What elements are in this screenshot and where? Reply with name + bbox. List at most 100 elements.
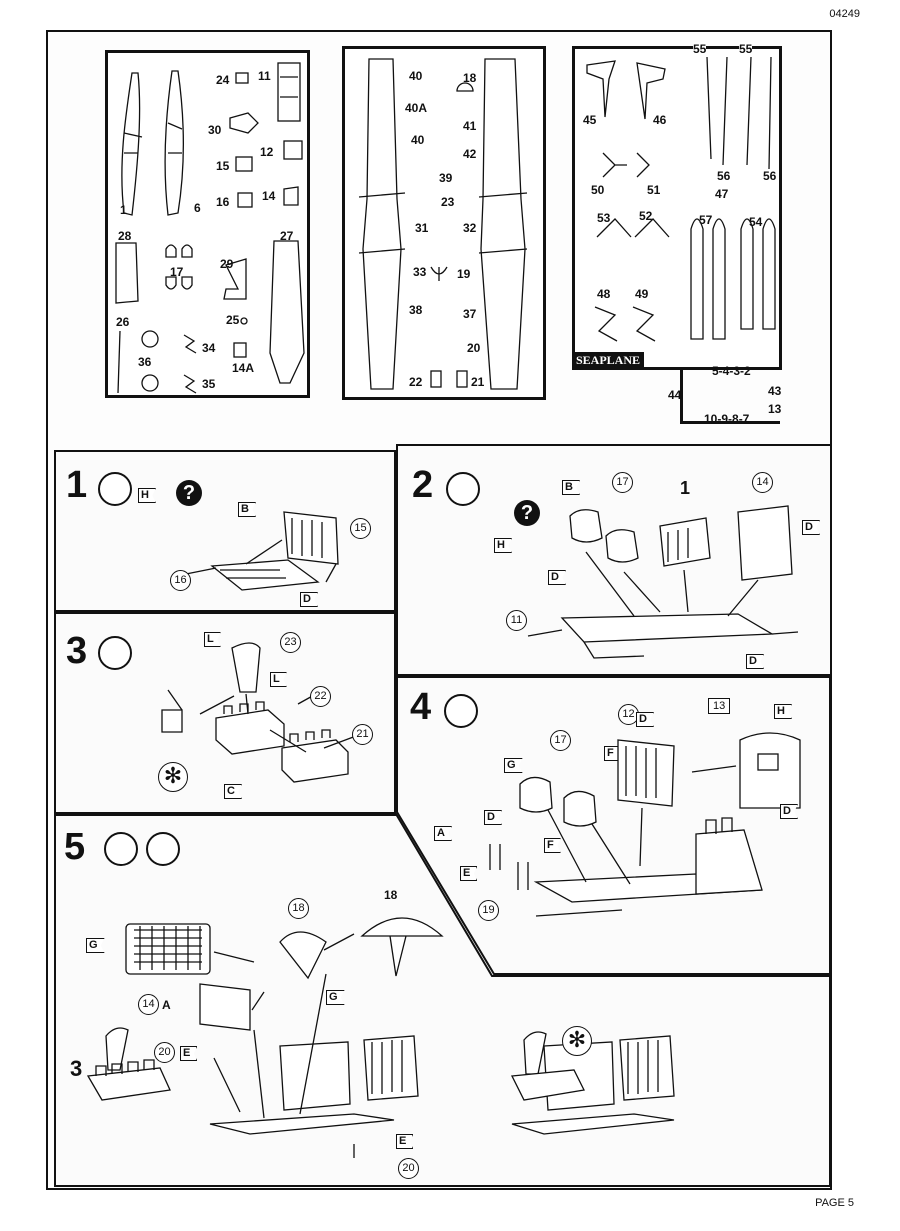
sprue-right-parts (586, 56, 776, 342)
part-label: 29 (220, 257, 234, 271)
part-callout: 22 (310, 686, 331, 707)
paint-flag: D (746, 654, 764, 669)
part-label: 50 (591, 183, 605, 197)
paint-flag: G (86, 938, 105, 953)
part-label: 54 (749, 215, 763, 229)
seaplane-label: SEAPLANE (572, 352, 645, 369)
part-label: 52 (639, 209, 653, 223)
part-label: 13 (708, 698, 731, 714)
part-label: 44 (668, 388, 682, 402)
part-label: 3 (70, 1056, 83, 1081)
part-label: 57 (699, 213, 713, 227)
part-label: 18 (384, 888, 398, 902)
part-label: 1 (680, 478, 691, 498)
product-code: 04249 (829, 8, 860, 20)
question-icon: ? (514, 500, 540, 526)
part-label: 21 (471, 375, 485, 389)
part-label: 53 (597, 211, 611, 225)
part-callout: 20 (398, 1158, 419, 1179)
paint-flag: B (562, 480, 580, 495)
part-label: 28 (118, 229, 132, 243)
paint-flag: L (204, 632, 221, 647)
part-label: 12 (260, 145, 274, 159)
part-callout: 20 (154, 1042, 175, 1063)
paint-flag: E (460, 866, 478, 881)
glue-icon (104, 832, 138, 866)
part-label: 1 (120, 203, 127, 217)
sprue-left: 24 11 30 12 15 16 14 1 6 28 27 17 29 25 … (105, 50, 310, 398)
page-number: PAGE 5 (815, 1197, 854, 1209)
part-label: 56 (763, 169, 777, 183)
part-label: 40 (409, 69, 423, 83)
part-label: 40A (405, 101, 428, 115)
part-label: 14 (262, 189, 276, 203)
part-callout: 16 (170, 570, 191, 591)
step-5-drawing (86, 917, 675, 1158)
part-label: 39 (439, 171, 453, 185)
part-label: 15 (216, 159, 230, 173)
part-label: 5-4-3-2 (712, 364, 751, 378)
part-label: 35 (202, 377, 216, 391)
part-label: 11 (258, 69, 271, 83)
part-label: 36 (138, 355, 152, 369)
step-number: 4 (410, 686, 432, 728)
part-label: 13 (768, 402, 782, 416)
part-callout: 19 (478, 900, 499, 921)
glue-icon (98, 636, 132, 670)
part-label: 27 (280, 229, 294, 243)
part-label: 40 (411, 133, 425, 147)
part-label: 51 (647, 183, 661, 197)
part-label: 43 (768, 384, 782, 398)
part-label: 19 (457, 267, 471, 281)
part-label: 47 (715, 187, 729, 201)
part-callout: 14 (138, 994, 159, 1015)
question-icon: ? (176, 480, 202, 506)
step-1-panel: 1 H ? B 15 16 D (54, 450, 396, 612)
asterisk-icon: ✻ (158, 762, 188, 792)
part-label: 38 (409, 303, 423, 317)
paint-flag: H (494, 538, 512, 553)
sprue-left-parts (115, 62, 305, 394)
step-4-border (396, 676, 831, 975)
part-label: 26 (116, 315, 130, 329)
step-number: 3 (66, 630, 88, 672)
part-label: 55 (739, 42, 753, 56)
sprue-middle: 40 18 40A 41 40 42 39 23 31 32 33 19 38 … (342, 46, 546, 400)
glue-icon (98, 472, 132, 506)
part-callout: 17 (550, 730, 571, 751)
step-1-drawing (175, 511, 339, 591)
part-label: 41 (463, 119, 477, 133)
glue-icon (444, 694, 478, 728)
part-label: 32 (463, 221, 477, 235)
part-label: 45 (583, 113, 597, 127)
step-2-panel: 2 B ? H 17 1 14 D D 11 D (396, 444, 832, 676)
step-4-panel: 4 12 D 13 H 17 F G D A F E 19 D (396, 676, 832, 976)
part-label: 18 (463, 71, 477, 85)
part-label: 6 (194, 201, 201, 215)
part-label: 17 (170, 265, 184, 279)
step-number: 2 (412, 464, 434, 506)
asterisk-icon: ✻ (562, 1026, 592, 1056)
part-label: 49 (635, 287, 649, 301)
part-label: 56 (717, 169, 731, 183)
part-label: 23 (441, 195, 455, 209)
part-label: 46 (653, 113, 667, 127)
step-2-drawing (527, 505, 799, 659)
paint-flag: D (636, 712, 654, 727)
part-label: 24 (216, 73, 230, 87)
part-label: 55 (693, 42, 707, 56)
part-label: 31 (415, 221, 429, 235)
part-label: 22 (409, 375, 423, 389)
part-callout: 17 (612, 472, 633, 493)
part-label: A (162, 998, 171, 1012)
part-label: 10-9-8-7 (704, 412, 750, 426)
step-number: 1 (66, 464, 88, 506)
part-callout: 14 (752, 472, 773, 493)
sprue-middle-parts (358, 58, 528, 390)
part-callout: 11 (506, 610, 527, 631)
part-label: 37 (463, 307, 477, 321)
part-callout: 18 (288, 898, 309, 919)
part-label: 30 (208, 123, 222, 137)
part-label: 20 (467, 341, 481, 355)
paint-icon (146, 832, 180, 866)
